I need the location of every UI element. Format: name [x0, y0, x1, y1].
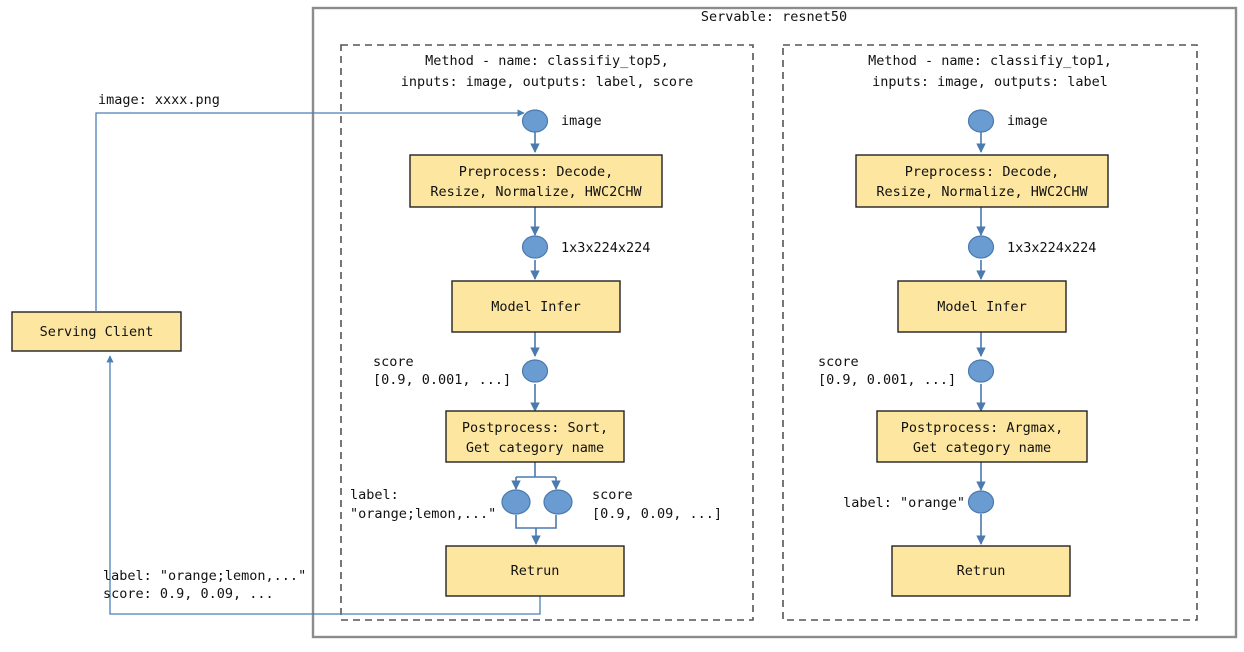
left-preprocess-box[interactable] [409, 154, 663, 208]
servable-frame [311, 6, 1238, 639]
client-request-label: image: xxxx.png [98, 92, 220, 108]
left-tensor-node[interactable] [521, 235, 549, 259]
right-retrun-box[interactable] [891, 545, 1071, 597]
right-tensor-node-label: 1x3x224x224 [1007, 240, 1096, 256]
left-retrun-box[interactable] [445, 545, 625, 597]
right-image-node[interactable] [967, 109, 995, 133]
method-frame-classifiy-top5 [340, 44, 754, 621]
right-tensor-node[interactable] [967, 235, 995, 259]
left-preprocess-label-line2: Resize, Normalize, HWC2CHW [430, 184, 642, 200]
right-postprocess-label-line1: Postprocess: Argmax, [901, 420, 1064, 436]
right-out-node-label: label: "orange" [843, 495, 965, 511]
method-header-line2-left: inputs: image, outputs: label, score [401, 74, 694, 90]
serving-client-label: Serving Client [40, 324, 154, 340]
left-image-node-label: image [561, 113, 602, 129]
right-postprocess-box[interactable] [876, 410, 1088, 463]
left-out-score-node-label-line2: [0.9, 0.09, ...] [592, 506, 722, 522]
left-out-score-node[interactable] [543, 489, 573, 515]
left-score-node-label-line1: score [373, 354, 414, 370]
method-header-line2-right: inputs: image, outputs: label [872, 74, 1108, 90]
method-frame-classifiy-top1 [782, 44, 1198, 621]
right-preprocess-label-line2: Resize, Normalize, HWC2CHW [876, 184, 1088, 200]
left-preprocess-label-line1: Preprocess: Decode, [459, 164, 613, 180]
method-header-line1-right: Method - name: classifiy_top1, [868, 53, 1112, 69]
flow-left-label-to-join [515, 515, 557, 529]
right-model-infer-box[interactable] [897, 280, 1067, 333]
client-request-path [95, 109, 525, 312]
right-out-node[interactable] [967, 490, 995, 514]
right-score-node-label-line1: score [818, 354, 859, 370]
client-response-label-line1: label: "orange;lemon,..." [103, 568, 306, 584]
serving-client-box[interactable] [11, 311, 182, 352]
left-tensor-node-label: 1x3x224x224 [561, 240, 650, 256]
right-preprocess-label-line1: Preprocess: Decode, [905, 164, 1059, 180]
right-postprocess-label-line2: Get category name [913, 440, 1051, 456]
left-model-infer-label: Model Infer [491, 299, 580, 315]
left-out-score-node-label-line1: score [592, 487, 633, 503]
client-response-label-line2: score: 0.9, 0.09, ... [103, 586, 274, 602]
left-postprocess-box[interactable] [445, 410, 625, 463]
left-retrun-label: Retrun [511, 563, 560, 579]
left-image-node[interactable] [521, 109, 549, 133]
method-header-line1-left: Method - name: classifiy_top5, [425, 53, 669, 69]
right-model-infer-label: Model Infer [937, 299, 1026, 315]
left-out-label-node-label-line1: label: [350, 487, 399, 503]
left-postprocess-label-line1: Postprocess: Sort, [462, 420, 608, 436]
left-out-label-node[interactable] [501, 489, 531, 515]
left-postprocess-label-line2: Get category name [466, 440, 604, 456]
servable-title: Servable: resnet50 [701, 9, 847, 25]
right-score-node[interactable] [967, 359, 995, 383]
right-score-node-label-line2: [0.9, 0.001, ...] [818, 372, 956, 388]
left-model-infer-box[interactable] [451, 280, 621, 333]
right-retrun-label: Retrun [957, 563, 1006, 579]
right-image-node-label: image [1007, 113, 1048, 129]
left-score-node[interactable] [521, 359, 549, 383]
left-score-node-label-line2: [0.9, 0.001, ...] [373, 372, 511, 388]
left-out-label-node-label-line2: "orange;lemon,..." [350, 506, 496, 522]
client-response-path [106, 355, 541, 615]
right-preprocess-box[interactable] [855, 154, 1109, 208]
